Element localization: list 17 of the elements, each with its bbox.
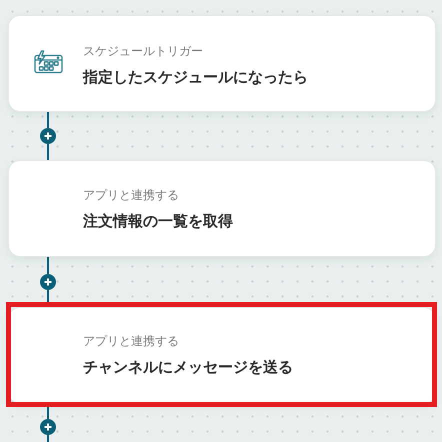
connector-line	[47, 257, 49, 274]
connector-line	[47, 144, 49, 160]
connector-line	[47, 435, 49, 442]
step-title: 注文情報の一覧を取得	[83, 211, 233, 231]
step-category-label: スケジュールトリガー	[83, 43, 203, 59]
step-category-label: アプリと連携する	[83, 187, 179, 203]
plus-circle-icon	[40, 274, 56, 290]
step-title: 指定したスケジュールになったら	[83, 67, 308, 87]
step-title: チャンネルにメッセージを送る	[83, 357, 293, 377]
connector-line	[47, 290, 49, 302]
step-card	[8, 160, 436, 257]
connector-line	[47, 407, 49, 419]
connector-line	[47, 112, 49, 128]
plus-circle-icon	[40, 419, 56, 435]
plus-circle-icon	[40, 128, 56, 144]
step-card	[8, 15, 436, 112]
step-category-label: アプリと連携する	[83, 333, 179, 349]
